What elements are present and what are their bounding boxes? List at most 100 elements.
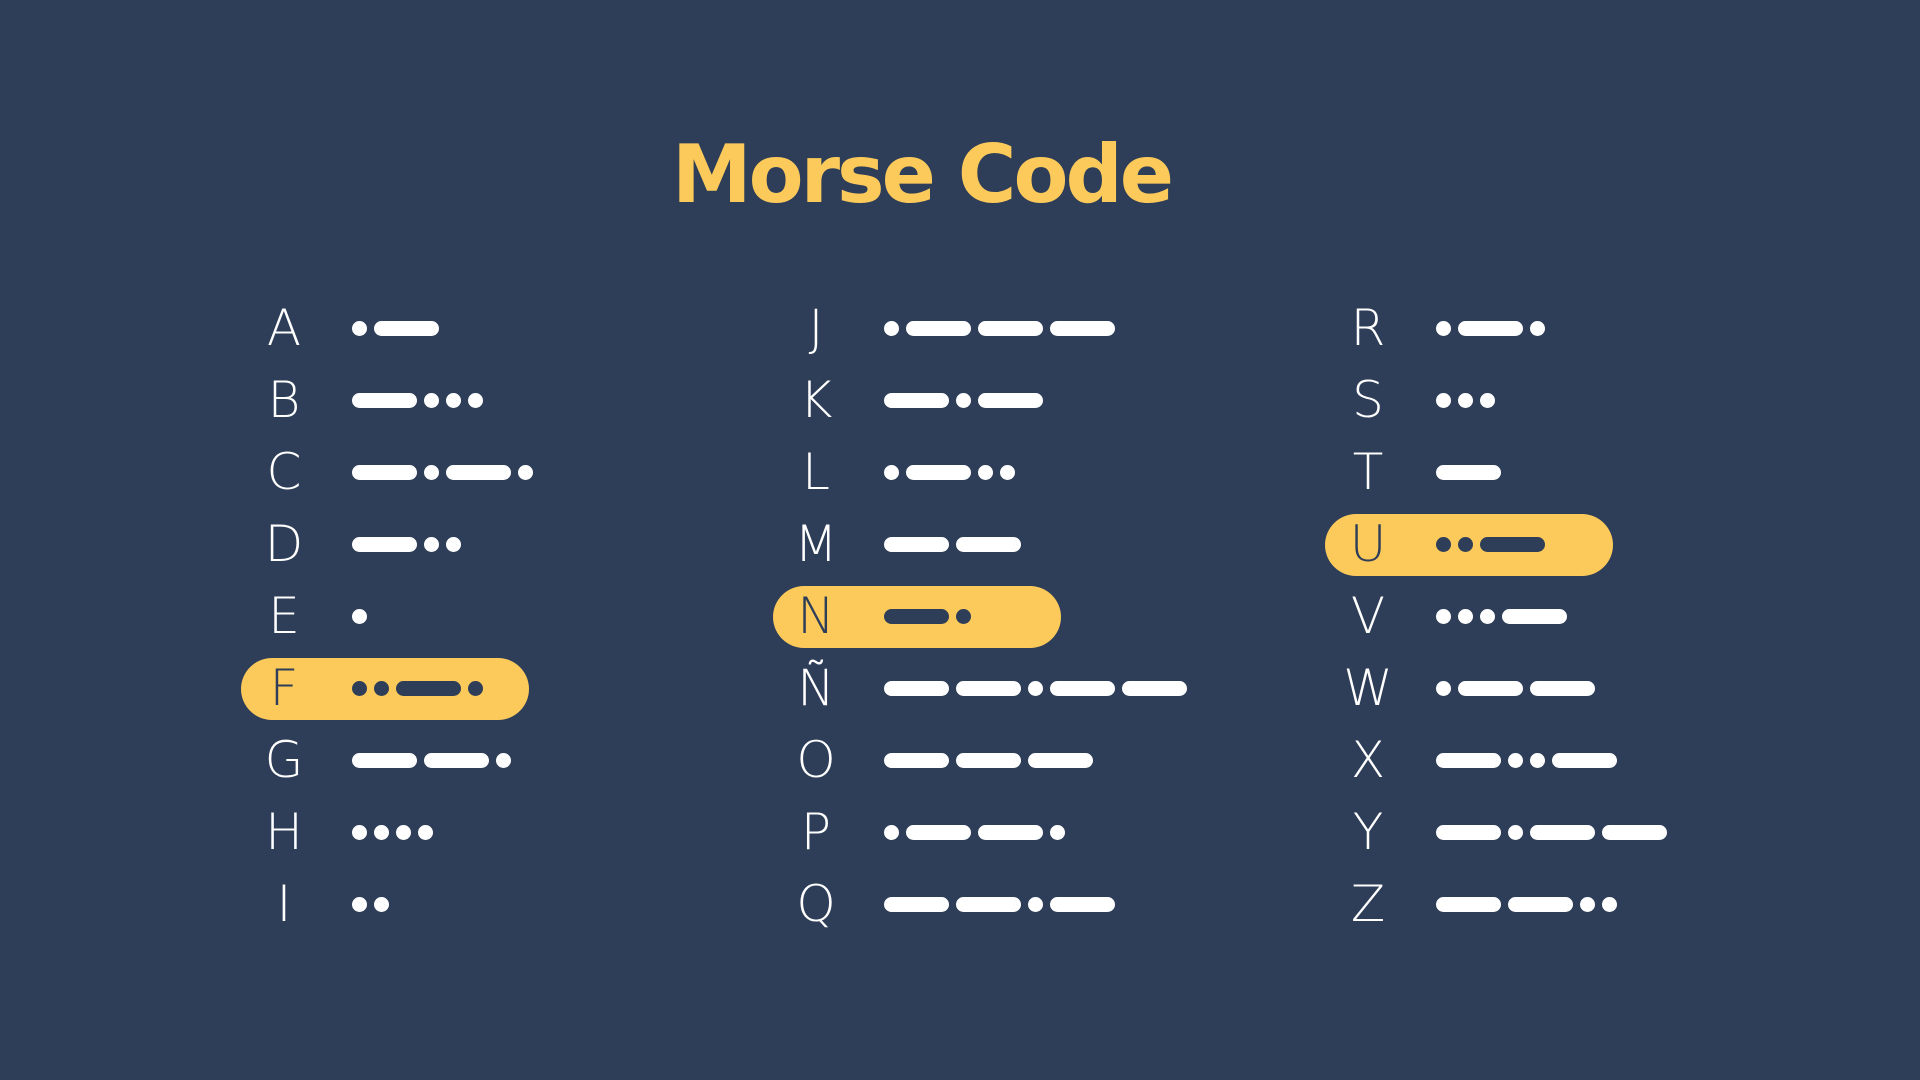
morse-dot	[1436, 392, 1451, 408]
morse-dash	[1458, 680, 1523, 696]
morse-letter: Y	[1352, 803, 1384, 861]
morse-code	[1436, 752, 1617, 768]
morse-dash	[374, 320, 439, 336]
morse-dash	[884, 536, 949, 552]
morse-dash	[956, 536, 1021, 552]
morse-letter: G	[264, 731, 304, 789]
morse-dash	[906, 320, 971, 336]
morse-letter: F	[269, 659, 299, 717]
morse-letter: R	[1350, 299, 1386, 357]
morse-row: T	[1330, 436, 1667, 508]
morse-dot	[418, 824, 433, 840]
morse-dash	[1458, 320, 1523, 336]
morse-dot	[424, 536, 439, 552]
morse-dot	[1530, 752, 1545, 768]
morse-letter: N	[797, 587, 835, 645]
morse-dot	[352, 608, 367, 624]
morse-dash	[956, 752, 1021, 768]
morse-dot	[1602, 896, 1617, 912]
morse-row: K	[778, 364, 1187, 436]
morse-row: D	[246, 508, 533, 580]
morse-code	[884, 896, 1115, 912]
morse-dash	[1122, 680, 1187, 696]
morse-dash	[884, 896, 949, 912]
morse-code	[1436, 680, 1595, 696]
morse-dot	[1480, 392, 1495, 408]
morse-letter: I	[276, 875, 292, 933]
morse-dot	[468, 392, 483, 408]
morse-dash	[424, 752, 489, 768]
morse-letter: V	[1350, 587, 1386, 645]
morse-dash	[1436, 896, 1501, 912]
morse-dot	[1508, 752, 1523, 768]
morse-code	[352, 464, 533, 480]
morse-row: M	[778, 508, 1187, 580]
morse-dash	[1502, 608, 1567, 624]
morse-letter: Q	[796, 875, 836, 933]
morse-letter: S	[1352, 371, 1384, 429]
morse-dot	[1458, 608, 1473, 624]
morse-letter: H	[265, 803, 303, 861]
morse-dash	[1436, 464, 1501, 480]
morse-code	[352, 608, 367, 624]
morse-letter: P	[800, 803, 832, 861]
morse-dot	[1458, 536, 1473, 552]
morse-row: E	[246, 580, 533, 652]
morse-code	[884, 464, 1015, 480]
morse-code	[1436, 320, 1545, 336]
morse-row: X	[1330, 724, 1667, 796]
morse-letter: K	[799, 371, 833, 429]
morse-dot	[352, 320, 367, 336]
morse-dot	[884, 824, 899, 840]
morse-dot	[374, 896, 389, 912]
morse-dash	[1050, 896, 1115, 912]
morse-code	[1436, 896, 1617, 912]
morse-dot	[1000, 464, 1015, 480]
morse-row: H	[246, 796, 533, 868]
morse-letter: E	[268, 587, 300, 645]
morse-letter: Ñ	[797, 659, 835, 717]
morse-dash	[352, 752, 417, 768]
morse-dash	[1028, 752, 1093, 768]
morse-dot	[1028, 896, 1043, 912]
morse-dash	[1050, 680, 1115, 696]
morse-dot	[956, 608, 971, 624]
morse-code	[352, 752, 511, 768]
morse-code	[884, 752, 1093, 768]
morse-dot	[496, 752, 511, 768]
morse-code	[884, 824, 1065, 840]
morse-dot	[1508, 824, 1523, 840]
morse-row: J	[778, 292, 1187, 364]
morse-code	[352, 536, 461, 552]
morse-dash	[978, 824, 1043, 840]
morse-dot	[374, 680, 389, 696]
morse-code	[884, 320, 1115, 336]
morse-dash	[906, 464, 971, 480]
morse-code	[1436, 608, 1567, 624]
morse-dash	[352, 536, 417, 552]
morse-dot	[1480, 608, 1495, 624]
morse-letter: A	[266, 299, 302, 357]
morse-dot	[518, 464, 533, 480]
morse-dot	[352, 824, 367, 840]
morse-dot	[1436, 608, 1451, 624]
morse-dash	[956, 680, 1021, 696]
morse-dash	[1602, 824, 1667, 840]
morse-dot	[352, 680, 367, 696]
morse-row: C	[246, 436, 533, 508]
morse-dash	[1436, 752, 1501, 768]
morse-code	[884, 608, 971, 624]
morse-dash	[1530, 824, 1595, 840]
morse-dash	[884, 752, 949, 768]
morse-letter: T	[1352, 443, 1384, 501]
morse-dash	[906, 824, 971, 840]
morse-row: W	[1330, 652, 1667, 724]
morse-row: U	[1325, 508, 1667, 580]
morse-letter: B	[267, 371, 301, 429]
morse-letter: D	[264, 515, 304, 573]
morse-dot	[396, 824, 411, 840]
morse-dot	[1050, 824, 1065, 840]
morse-dot	[1530, 320, 1545, 336]
morse-dot	[956, 392, 971, 408]
